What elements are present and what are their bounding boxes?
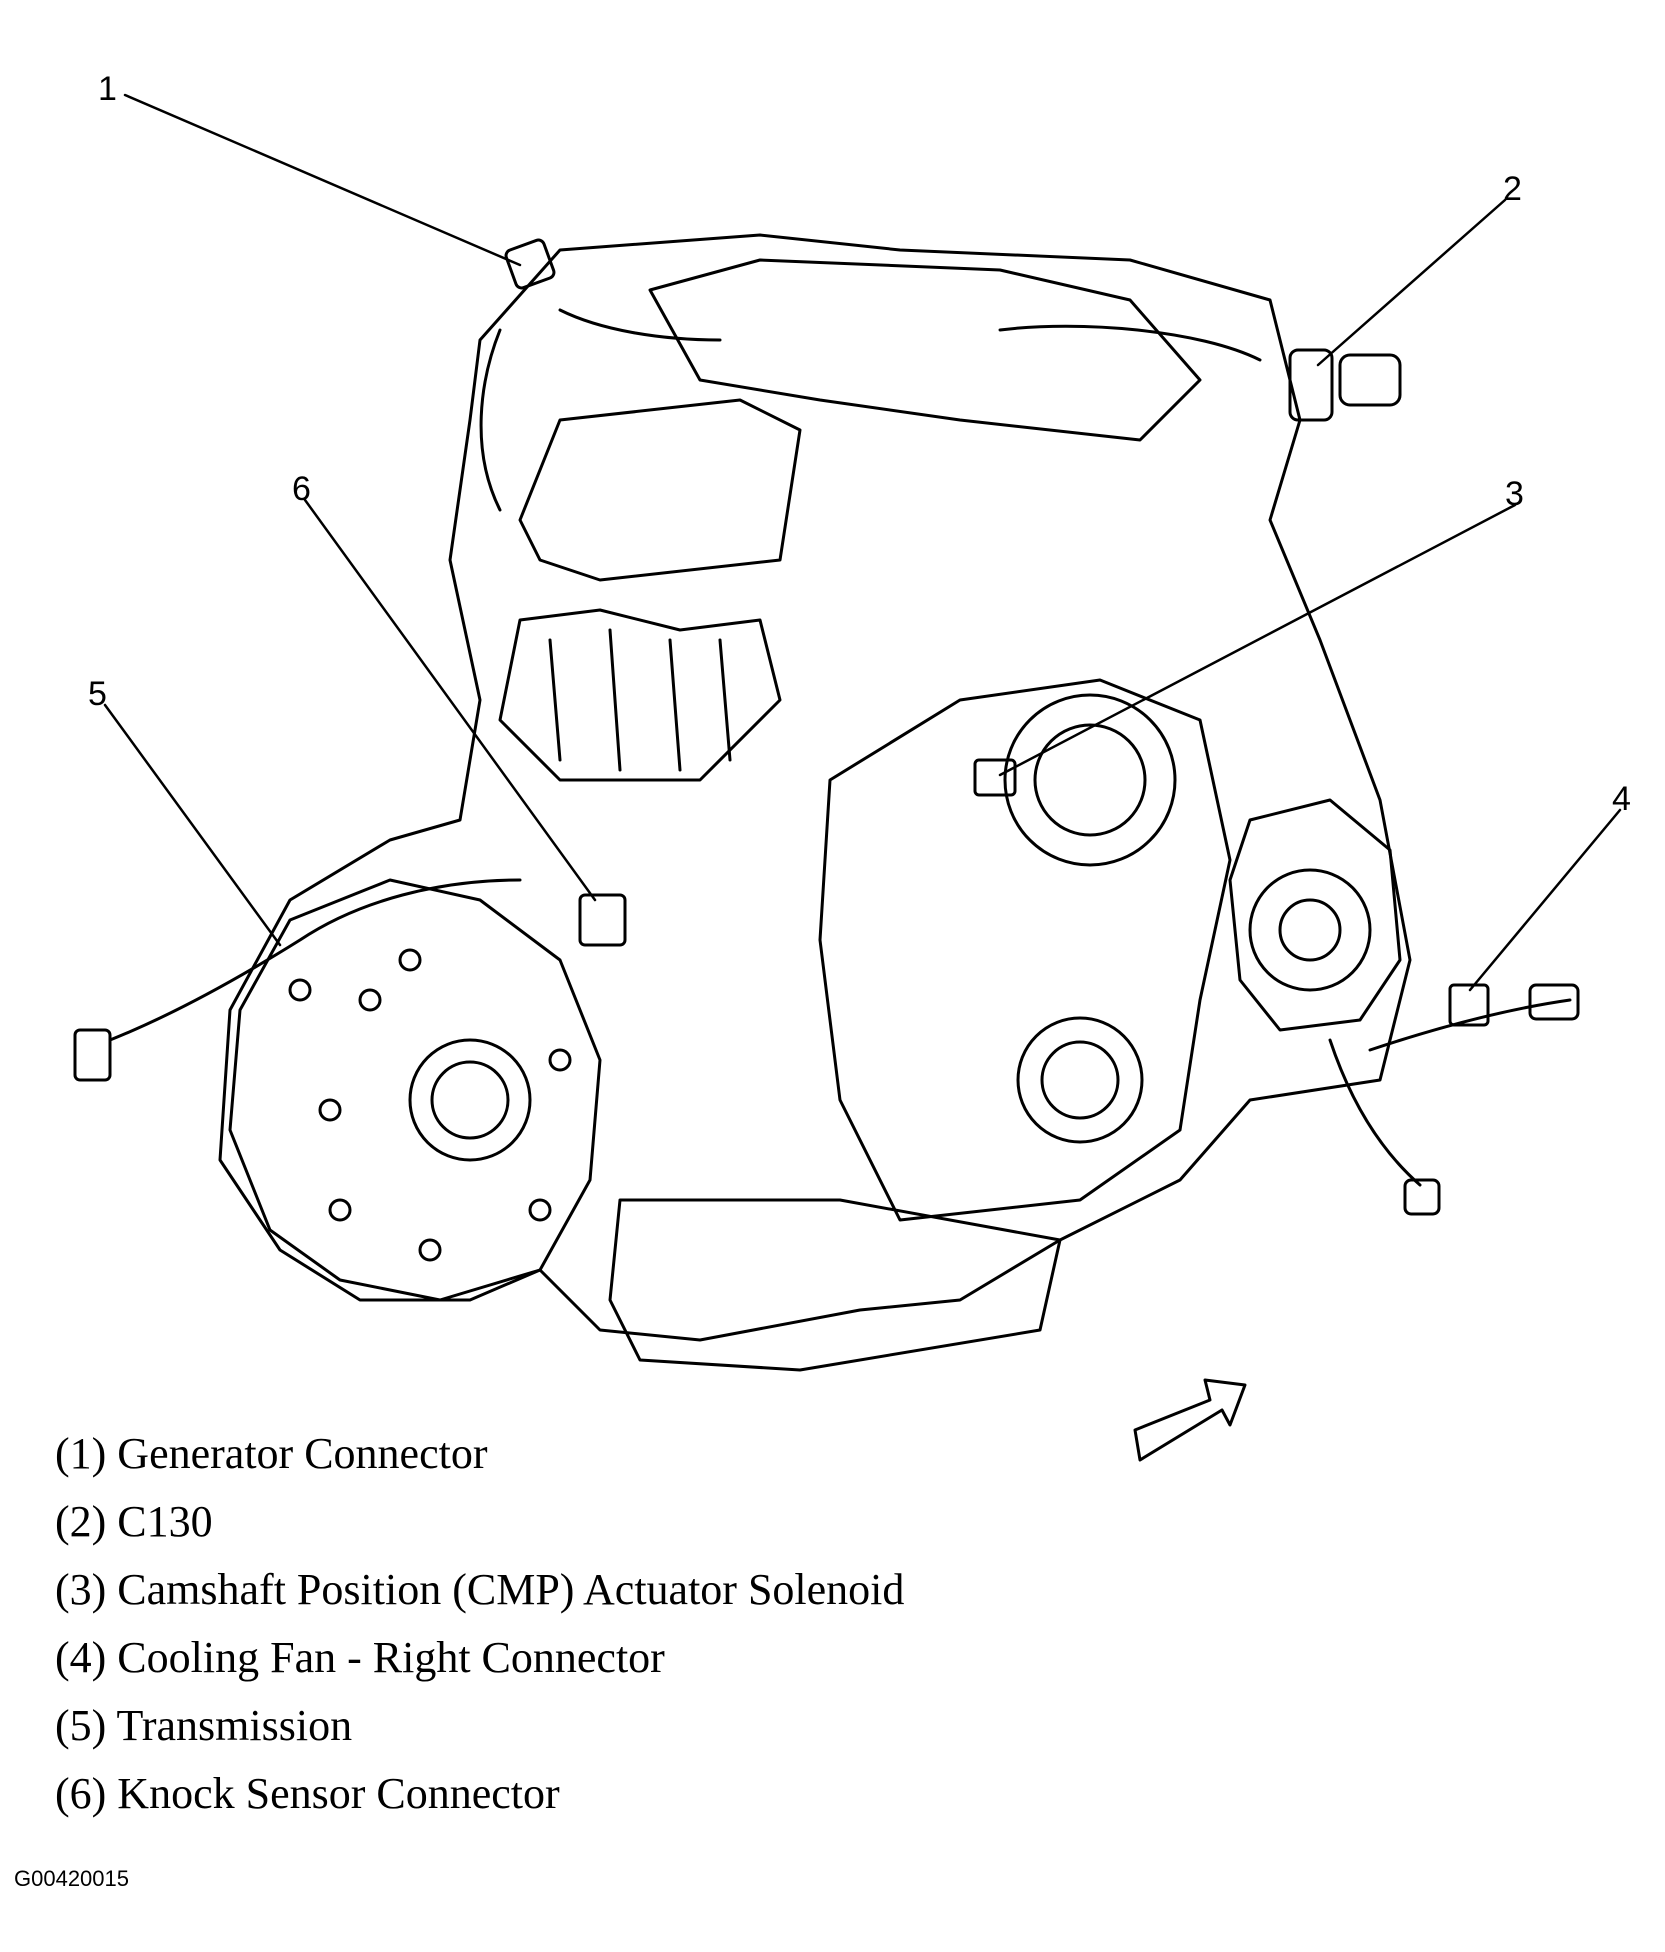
leader-line-1 — [123, 93, 522, 267]
left-harness-connector — [73, 1028, 112, 1082]
cooling-fan-connector-shape — [1448, 983, 1490, 1027]
figure-id: G00420015 — [14, 1866, 129, 1891]
leader-line-4 — [1468, 808, 1622, 992]
engine-outline — [218, 233, 1412, 1342]
callout-number-6: 6 — [292, 470, 311, 508]
legend-item: (4) Cooling Fan - Right Connector — [55, 1633, 665, 1682]
oil-pan — [608, 1198, 1062, 1372]
water-pump — [1228, 798, 1402, 1032]
leader-line-3 — [998, 503, 1517, 777]
timing-cover — [818, 678, 1232, 1222]
c130-connector-shape — [1288, 348, 1334, 422]
callout-number-5: 5 — [88, 675, 107, 713]
front-direction-arrow — [1133, 1378, 1247, 1462]
generator-connector-shape — [504, 238, 556, 290]
transmission-bolts — [288, 948, 572, 1262]
crank-pulley-opening — [1016, 1016, 1144, 1144]
cam-sprocket-housing — [1003, 693, 1177, 867]
callout-number-3: 3 — [1505, 475, 1524, 513]
cmp-solenoid-shape — [973, 758, 1017, 797]
transmission-case — [228, 878, 602, 1302]
leader-line-6 — [303, 498, 597, 902]
intake-runners — [498, 608, 782, 782]
legend-list: (1) Generator Connector (2) C130 (3) Cam… — [55, 1420, 904, 1828]
legend-item: (3) Camshaft Position (CMP) Actuator Sol… — [55, 1565, 905, 1614]
wiring-harness-top — [479, 308, 722, 512]
leader-line-5 — [103, 703, 282, 947]
callout-number-2: 2 — [1503, 170, 1522, 208]
intake-plenum — [648, 258, 1202, 442]
legend-item: (2) C130 — [55, 1497, 213, 1546]
callout-number-4: 4 — [1612, 780, 1631, 818]
callout-number-1: 1 — [98, 70, 117, 108]
legend-item: (5) Transmission — [55, 1701, 353, 1750]
wiring-harness-left — [108, 878, 522, 1042]
leader-line-2 — [1316, 198, 1507, 367]
legend-item: (6) Knock Sensor Connector — [55, 1769, 560, 1818]
knock-sensor-connector-shape — [578, 893, 627, 947]
intake-manifold — [518, 398, 802, 582]
wiring-harness-right — [1368, 998, 1572, 1052]
legend-item: (1) Generator Connector — [55, 1429, 488, 1478]
